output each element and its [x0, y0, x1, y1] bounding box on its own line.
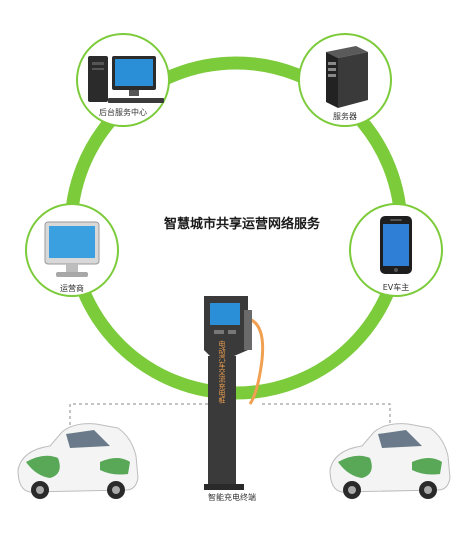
server-tower-icon	[326, 46, 368, 108]
node-label-ev-owner: EV车主	[383, 282, 410, 292]
charger-side-text: 电动汽车交流充电桩	[218, 340, 226, 405]
charger-post	[208, 356, 236, 484]
monitor-icon	[44, 221, 100, 277]
node-operator: 运营商	[25, 203, 119, 297]
electric-car-right	[329, 423, 451, 499]
diagram-title: 智慧城市共享运营网络服务	[164, 216, 321, 232]
charger-head	[204, 296, 248, 356]
node-label-backend: 后台服务中心	[99, 107, 147, 117]
node-label-server: 服务器	[333, 111, 357, 121]
electric-car-left	[17, 423, 139, 499]
node-server: 服务器	[298, 33, 392, 127]
charger-cable	[245, 316, 265, 405]
desktop-computer-icon	[88, 56, 164, 103]
charger-label: 智能充电终端	[208, 492, 256, 502]
node-backend: 后台服务中心	[76, 33, 170, 127]
node-label-operator: 运营商	[60, 283, 84, 293]
smartphone-icon	[380, 216, 412, 274]
node-ev-owner: EV车主	[349, 203, 443, 297]
charger-terminal: 电动汽车交流充电桩 智能充电终端	[204, 296, 265, 502]
